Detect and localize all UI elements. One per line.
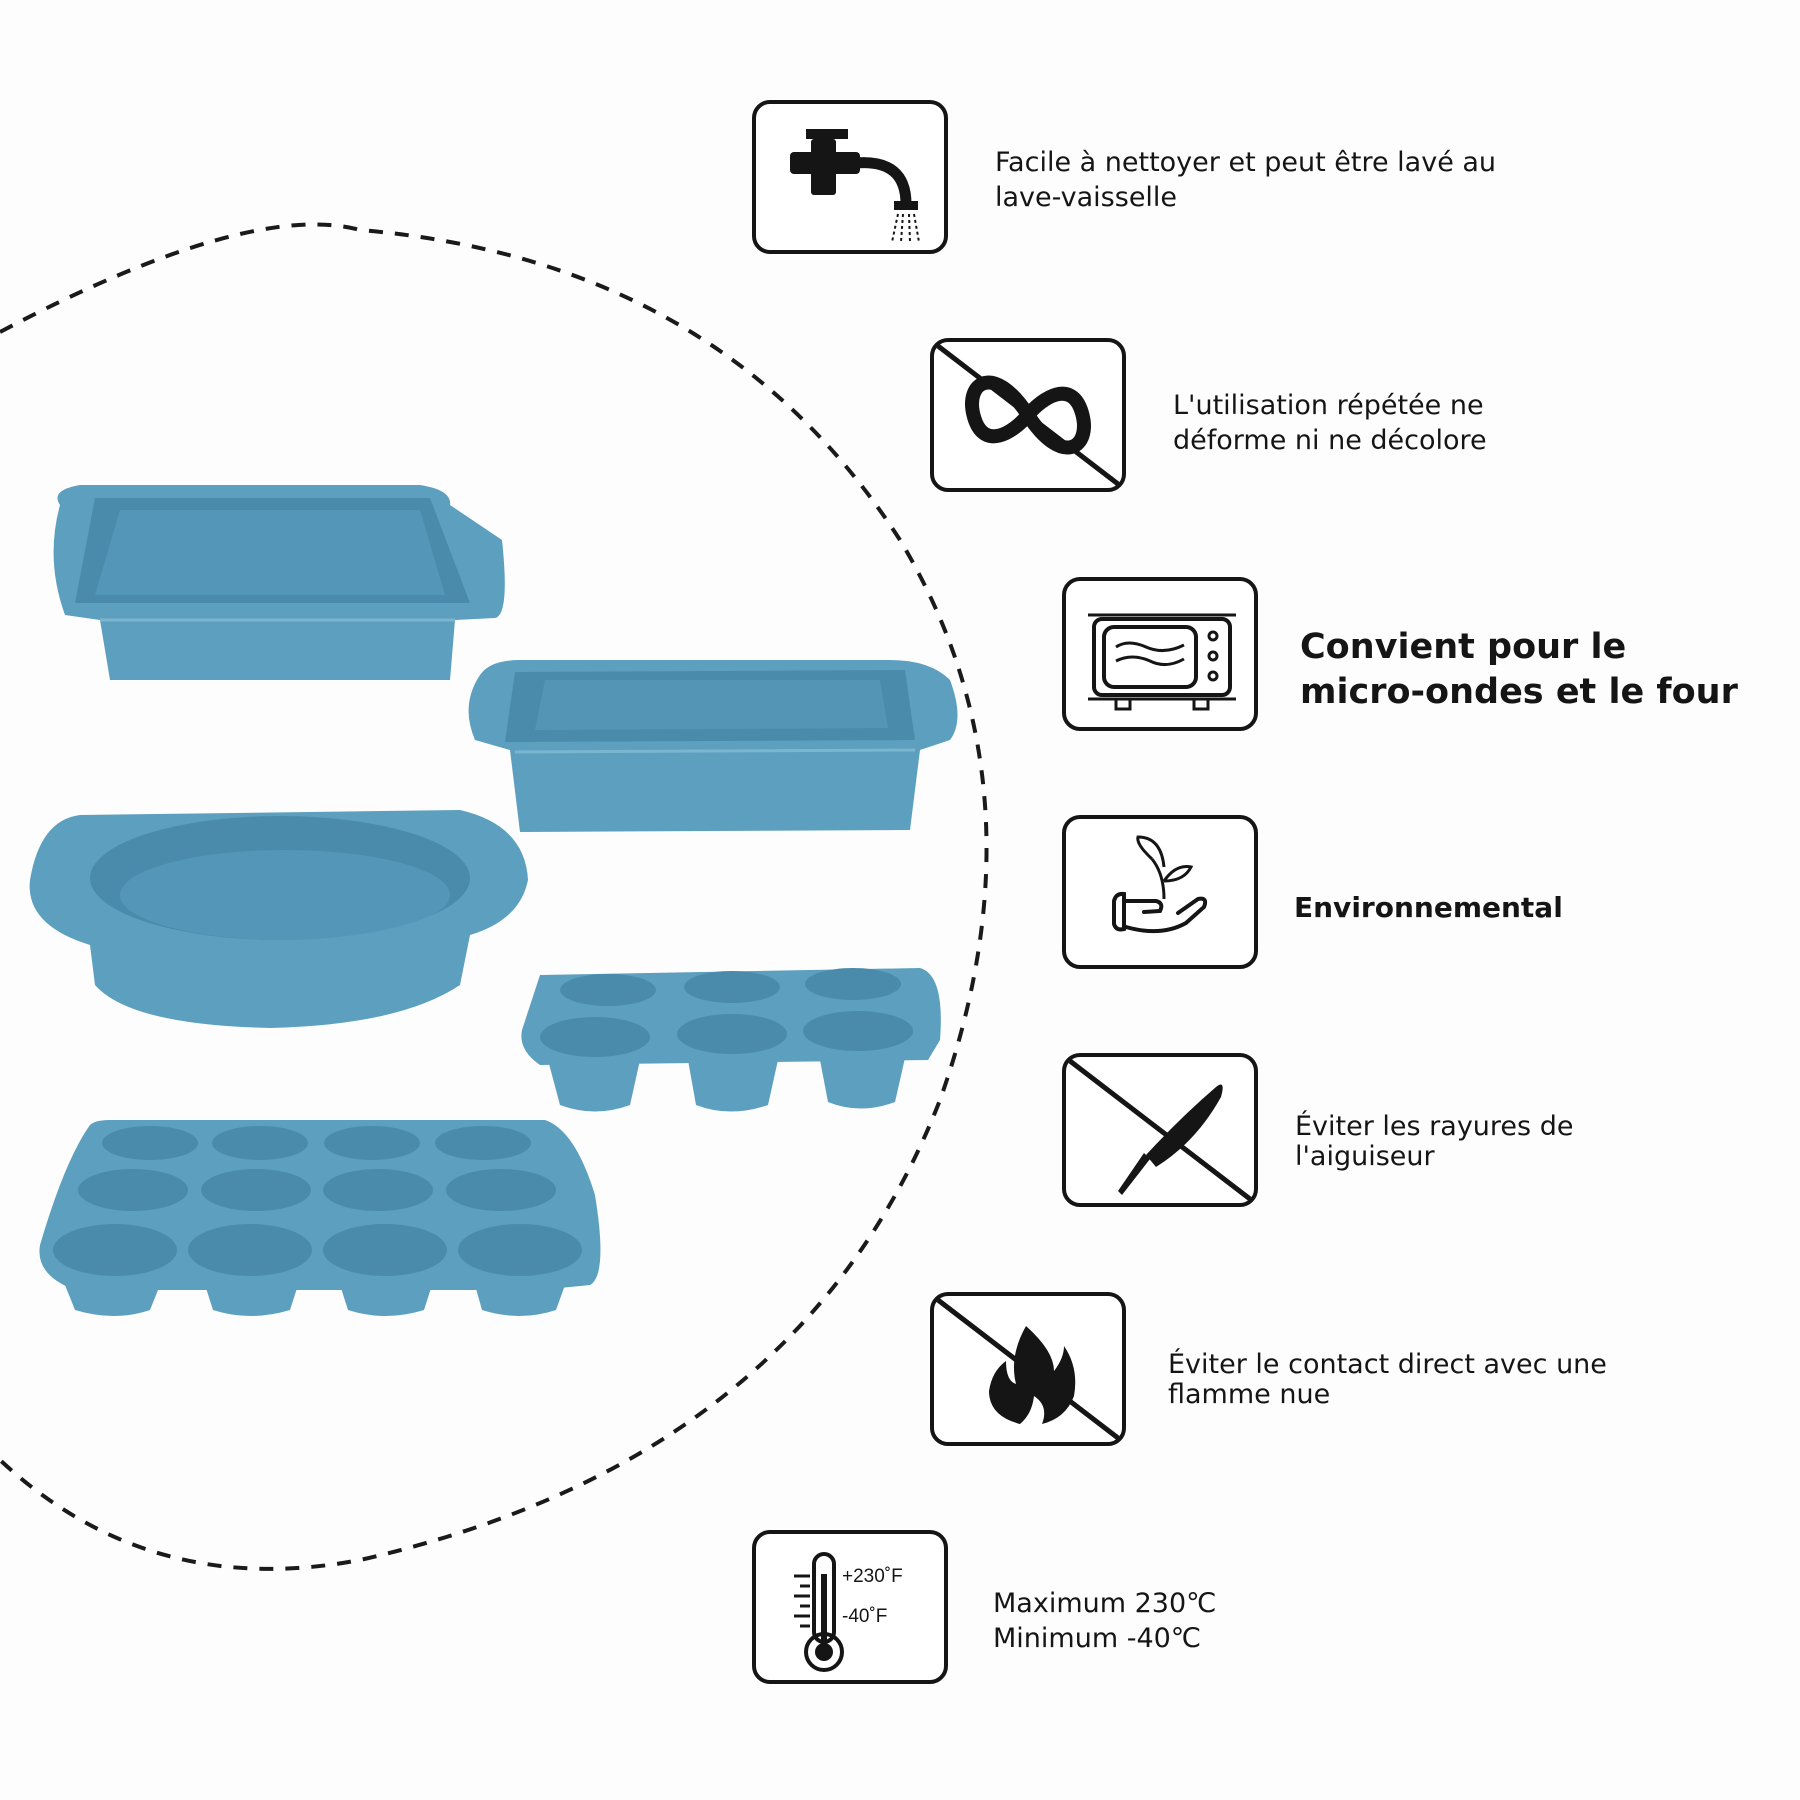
square-cake-pan <box>53 485 505 680</box>
knife-crossed-icon <box>1068 1059 1252 1201</box>
feature-eco-label: Environnemental <box>1294 891 1563 924</box>
feature-temperature: +230˚F -40˚F <box>752 1530 948 1684</box>
feature-microwave-label: Convient pour le micro-ondes et le four <box>1300 627 1738 712</box>
feature-no-deform <box>930 338 1126 492</box>
faucet-icon <box>790 129 920 243</box>
feature-no-knife-label: Éviter les rayures de l'aiguiseur <box>1295 1111 1574 1172</box>
six-cup-muffin-tray <box>521 968 941 1112</box>
thermometer-icon: +230˚F -40˚F <box>794 1552 903 1672</box>
infinity-crossed-icon <box>936 344 1120 486</box>
twelve-cup-muffin-tray <box>39 1120 601 1316</box>
thermo-max-label: +230˚F <box>842 1566 903 1587</box>
feature-dishwasher-label: Facile à nettoyer et peut être lavé au l… <box>995 147 1497 213</box>
feature-microwave <box>1062 577 1258 731</box>
feature-temperature-label: Maximum 230℃ Minimum -40℃ <box>993 1588 1217 1654</box>
microwave-icon <box>1088 613 1236 711</box>
flame-crossed-icon <box>936 1298 1120 1440</box>
thermo-min-label: -40˚F <box>842 1606 887 1627</box>
feature-eco <box>1062 815 1258 969</box>
round-cake-pan <box>29 810 529 1028</box>
feature-no-knife <box>1062 1053 1258 1207</box>
loaf-pan <box>468 660 958 832</box>
feature-no-flame <box>930 1292 1126 1446</box>
dashed-circle-arc <box>0 222 989 1571</box>
feature-no-deform-label: L'utilisation répétée ne déforme ni ne d… <box>1173 390 1487 456</box>
feature-dishwasher <box>752 100 948 254</box>
feature-no-flame-label: Éviter le contact direct avec une flamme… <box>1168 1349 1607 1410</box>
plant-hand-icon <box>1112 835 1208 934</box>
